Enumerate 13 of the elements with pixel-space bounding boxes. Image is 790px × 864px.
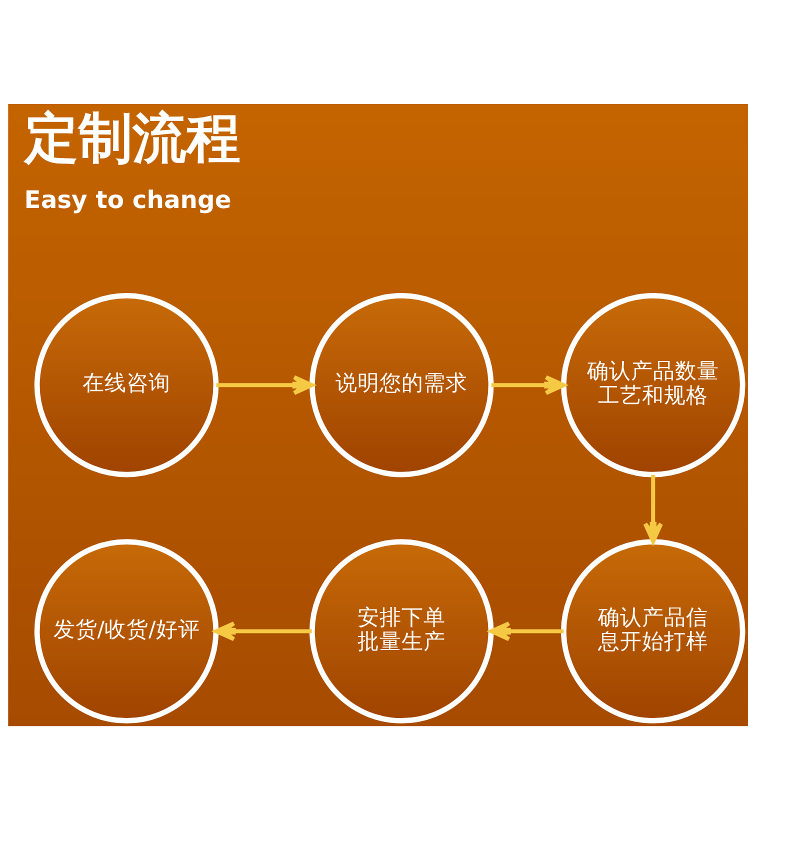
node-circle: 在线咨询 <box>34 292 219 478</box>
label: Easy to change <box>24 186 232 214</box>
diagram-title: 定制流程 <box>24 106 240 170</box>
node-circle: 确认产品信息开始打样 <box>560 539 746 724</box>
node-circle: 安排下单批量生产 <box>309 539 494 724</box>
arrow <box>214 621 312 642</box>
arrow <box>216 375 314 395</box>
node-circle: 说明您的需求 <box>309 292 494 478</box>
arrow <box>491 375 566 395</box>
node-circle: 发货/收货/好评 <box>34 539 219 724</box>
arrow <box>489 621 564 642</box>
arrow <box>643 474 663 544</box>
node-circle: 确认产品数量工艺和规格 <box>560 292 746 478</box>
